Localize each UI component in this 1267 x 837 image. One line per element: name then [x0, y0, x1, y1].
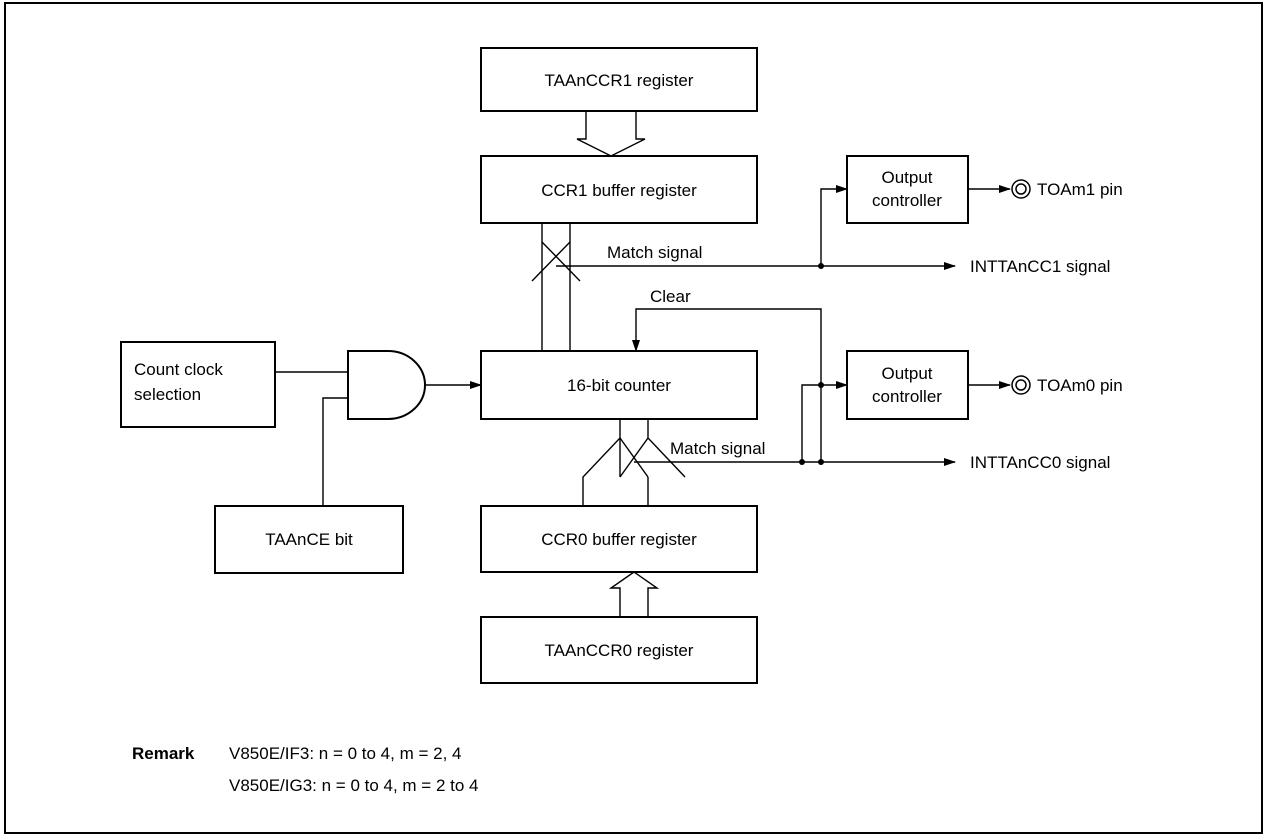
match-signal-1-label: Match signal	[607, 243, 702, 262]
output-controller-1-label-line1: Output	[881, 168, 932, 187]
junction-dot-0	[818, 459, 824, 465]
match-signal-0-label: Match signal	[670, 439, 765, 458]
bus-arrow-ccr1	[576, 111, 646, 157]
count-clock-selection-box	[120, 341, 276, 428]
toam0-pin-icon-inner	[1015, 379, 1027, 391]
bus-ccr1-counter	[541, 223, 571, 351]
counter-box	[480, 350, 758, 420]
taance-to-gate-line	[322, 397, 348, 506]
count-clock-label-line2: selection	[134, 385, 201, 404]
counter-label: 16-bit counter	[567, 376, 671, 395]
output-controller-0-box	[846, 350, 969, 420]
output-controller-1-box	[846, 155, 969, 224]
figure-frame	[4, 2, 1263, 834]
toam1-pin-icon-inner	[1015, 183, 1027, 195]
clear-label: Clear	[650, 287, 691, 306]
taance-bit-label: TAAnCE bit	[265, 530, 353, 549]
junction-dot-0b	[799, 459, 805, 465]
output-controller-0-label-line2: controller	[872, 387, 942, 406]
taa-ccr1-register-box	[480, 47, 758, 112]
output-controller-0-label-line1: Output	[881, 364, 932, 383]
remark-title: Remark	[132, 744, 195, 763]
bus-arrow-ccr0	[608, 571, 660, 617]
output-controller-0-input-line	[801, 381, 848, 462]
bus-ccr1-top-flare	[531, 241, 581, 282]
taa-ccr0-register-label: TAAnCCR0 register	[545, 641, 694, 660]
output-controller-1-label-line2: controller	[872, 191, 942, 210]
ccr0-buffer-register-box	[480, 505, 758, 573]
ccr1-buffer-register-box	[480, 155, 758, 224]
and-gate-icon	[347, 350, 426, 420]
junction-dot-0c	[818, 382, 824, 388]
remark-line-1: V850E/IF3: n = 0 to 4, m = 2, 4	[229, 744, 462, 763]
ccr1-buffer-register-label: CCR1 buffer register	[541, 181, 697, 200]
taa-ccr0-register-box	[480, 616, 758, 684]
output-controller-1-input-line	[820, 185, 848, 266]
taance-bit-box	[214, 505, 404, 574]
junction-dot-1	[818, 263, 824, 269]
taa-ccr1-register-label: TAAnCCR1 register	[545, 71, 694, 90]
ccr0-buffer-register-label: CCR0 buffer register	[541, 530, 697, 549]
intt-cc0-label: INTTAnCC0 signal	[970, 453, 1110, 472]
count-clock-label-line1: Count clock	[134, 360, 223, 379]
toam1-pin-label: TOAm1 pin	[1037, 180, 1123, 199]
toam0-pin-label: TOAm0 pin	[1037, 376, 1123, 395]
bus-counter-ccr0-cross	[619, 437, 649, 478]
intt-cc1-label: INTTAnCC1 signal	[970, 257, 1110, 276]
remark-line-2: V850E/IG3: n = 0 to 4, m = 2 to 4	[229, 776, 479, 795]
